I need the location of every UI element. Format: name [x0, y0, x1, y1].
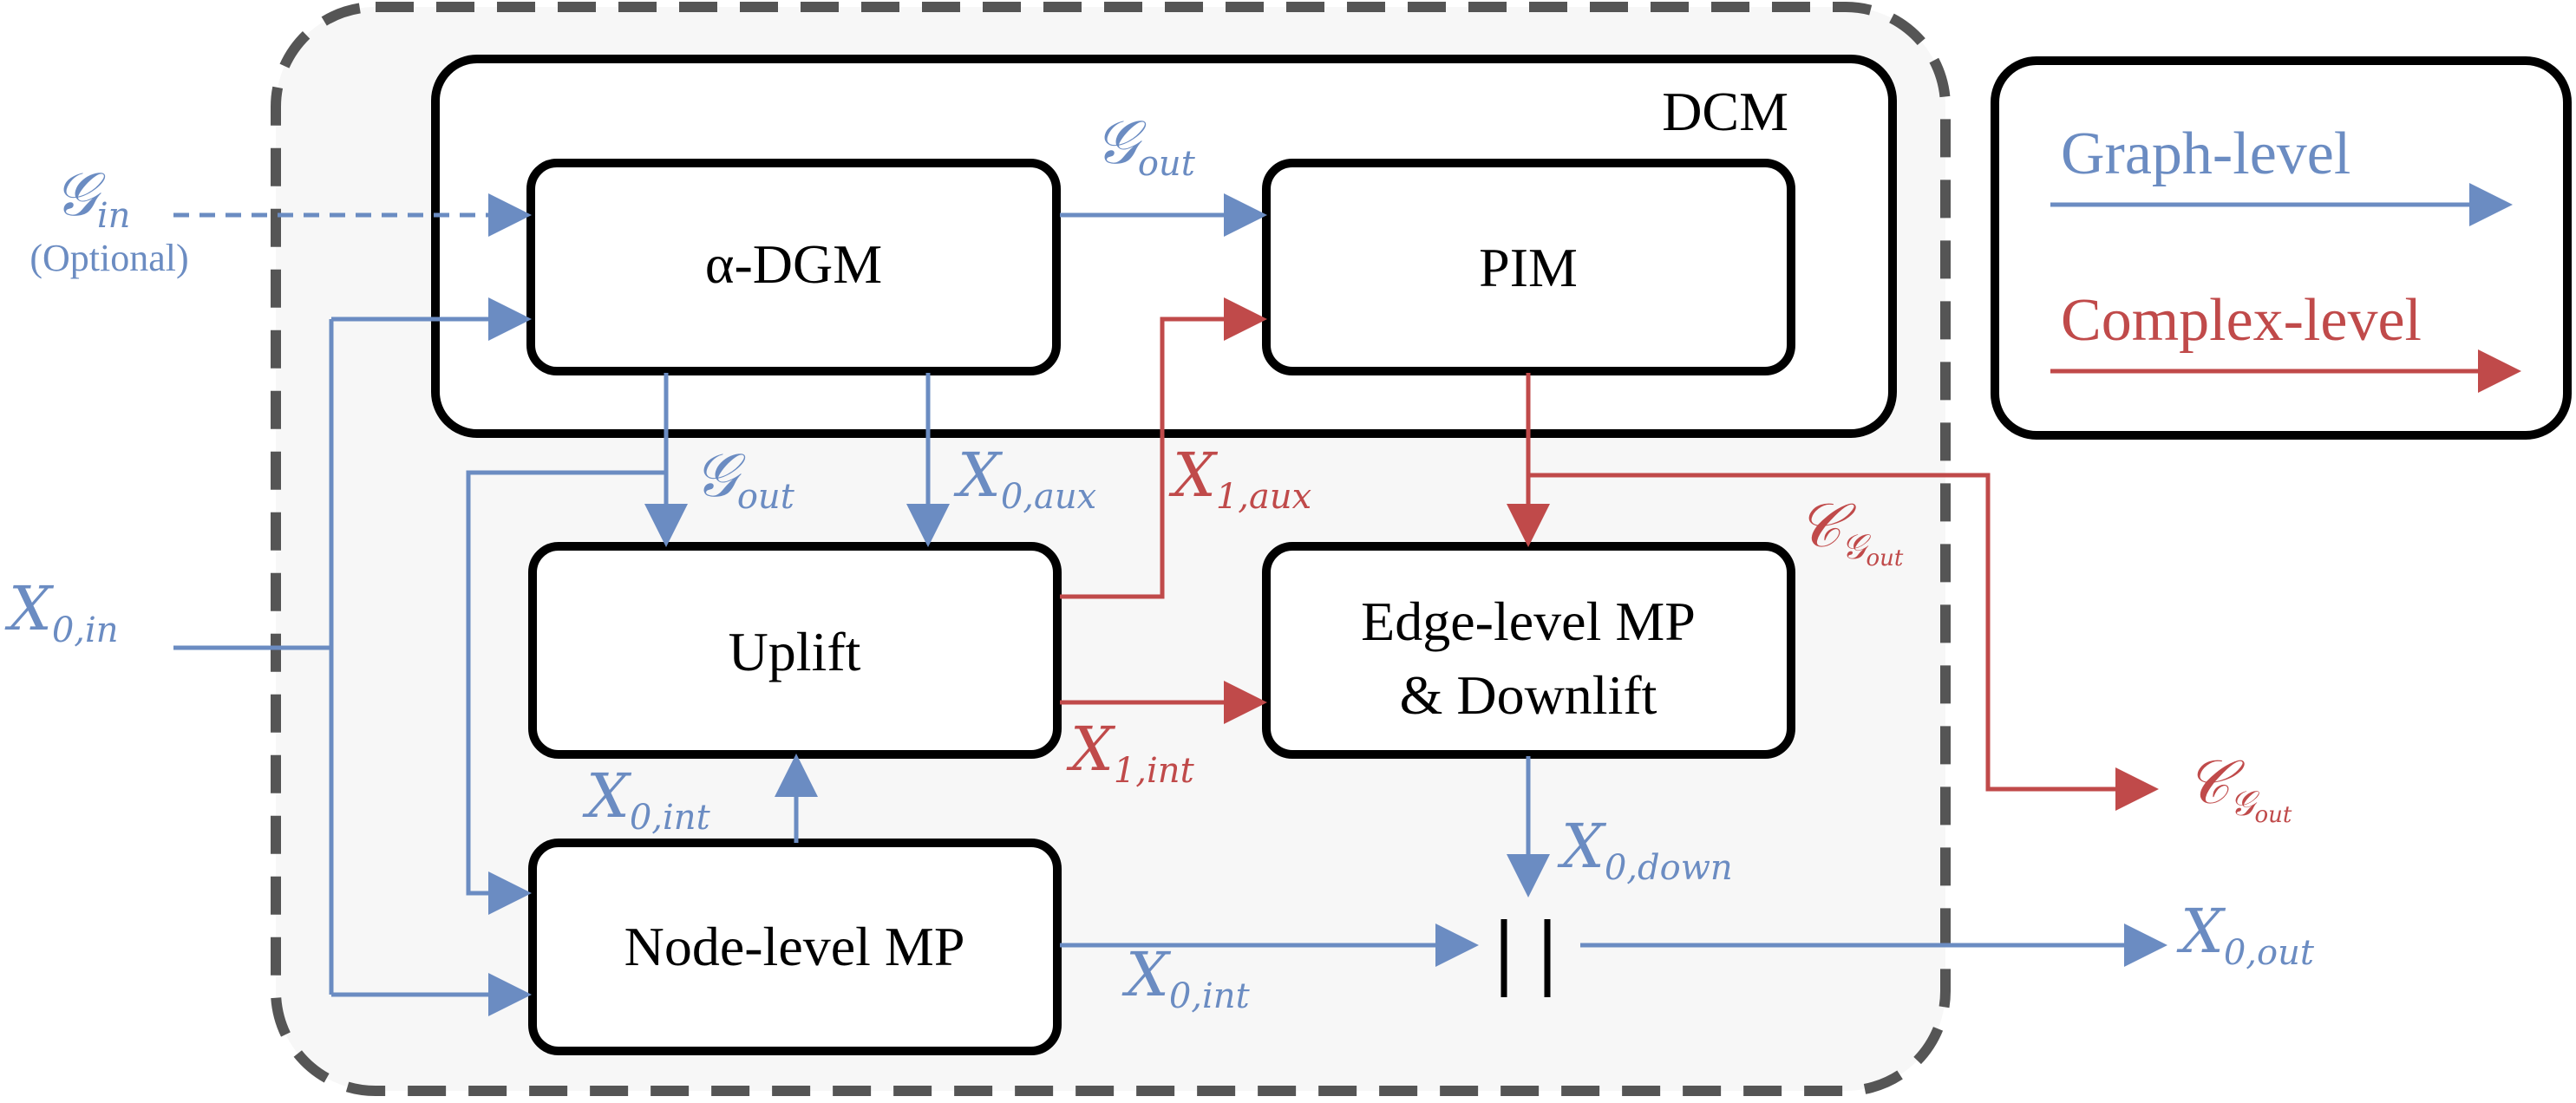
uplift-label: Uplift [729, 621, 861, 682]
uplift-x1aux-to-pim-arrow [1060, 297, 1267, 599]
edge-mp-block: Edge-level MP & Downlift [1262, 542, 1795, 759]
node-mp-label: Node-level MP [624, 916, 965, 977]
edge-mp-label-line1: Edge-level MP [1361, 591, 1696, 652]
node-mp-block: Node-level MP [528, 839, 1062, 1055]
inner-bus-to-nodemp [466, 470, 666, 915]
dcm-title: DCM [1662, 81, 1788, 142]
legend-box [1991, 56, 2572, 440]
legend: Graph-level Complex-level [1991, 56, 2572, 440]
uplift-block: Uplift [528, 542, 1062, 759]
x0int-lower-label: X0,int [1121, 939, 1251, 1016]
legend-graph-level-label: Graph-level [2061, 121, 2350, 187]
pim-block: PIM [1262, 159, 1795, 375]
x0out-label: X0,out [2176, 896, 2315, 973]
legend-complex-level-label: Complex-level [2061, 287, 2422, 354]
x0down-label: X0,down [1557, 811, 1733, 888]
edge-mp-label-line2: & Downlift [1400, 664, 1657, 726]
x0in-label: X0,in [4, 573, 119, 650]
pim-c-output-arrow [1528, 473, 2159, 811]
x1aux-label: X1,aux [1168, 440, 1311, 517]
dgm-block: α-DGM [526, 159, 1061, 375]
pim-label: PIM [1479, 237, 1578, 298]
gin-label: 𝒢in [54, 159, 130, 236]
dgm-label: α-DGM [705, 233, 882, 295]
x0aux-label: X0,aux [953, 440, 1096, 517]
x0int-upper-label: X0,int [582, 760, 711, 838]
x1int-label: X1,int [1066, 714, 1195, 791]
optional-note: (Optional) [29, 237, 188, 279]
c-gout-right-label: 𝒞𝒢out [2186, 747, 2292, 828]
